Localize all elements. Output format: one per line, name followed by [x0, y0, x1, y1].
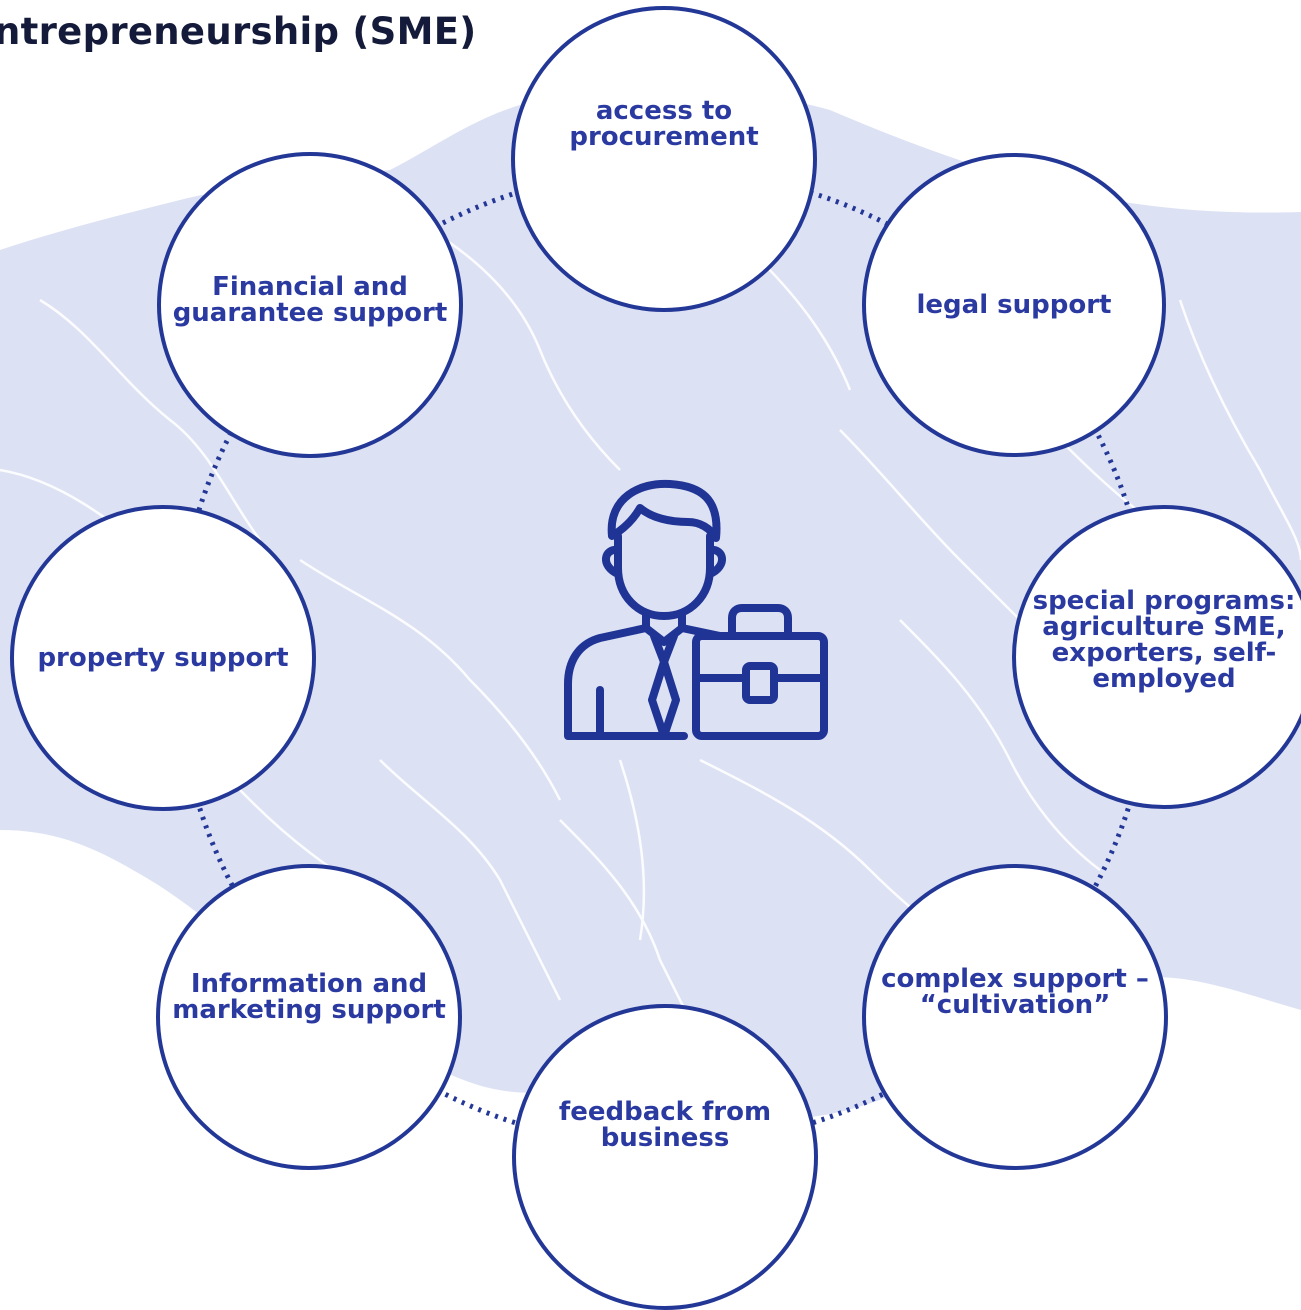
- node-special-programs: special programs: agriculture SME, expor…: [1012, 505, 1301, 809]
- node-property-support: property support: [10, 505, 316, 811]
- node-financial-guarantee: Financial and guarantee support: [157, 152, 463, 458]
- node-label: Financial and guarantee support: [172, 272, 448, 328]
- node-complex-support: complex support – “cultivation”: [862, 864, 1168, 1170]
- node-access-to-procurement: access to procurement: [511, 6, 817, 312]
- node-feedback-from-business: feedback from business: [512, 1004, 818, 1310]
- node-legal-support: legal support: [862, 153, 1166, 457]
- node-label: complex support – “cultivation”: [881, 964, 1149, 1020]
- node-label: special programs: agriculture SME, expor…: [1032, 586, 1296, 694]
- node-label: legal support: [916, 290, 1112, 320]
- node-information-marketing: Information and marketing support: [156, 864, 462, 1170]
- node-label: access to procurement: [569, 96, 759, 152]
- page-title: ntrepreneurship (SME): [0, 10, 477, 53]
- businessman-with-briefcase-icon: [564, 479, 828, 740]
- node-label: Information and marketing support: [172, 969, 446, 1025]
- node-label: feedback from business: [558, 1096, 772, 1153]
- node-label: property support: [37, 643, 289, 673]
